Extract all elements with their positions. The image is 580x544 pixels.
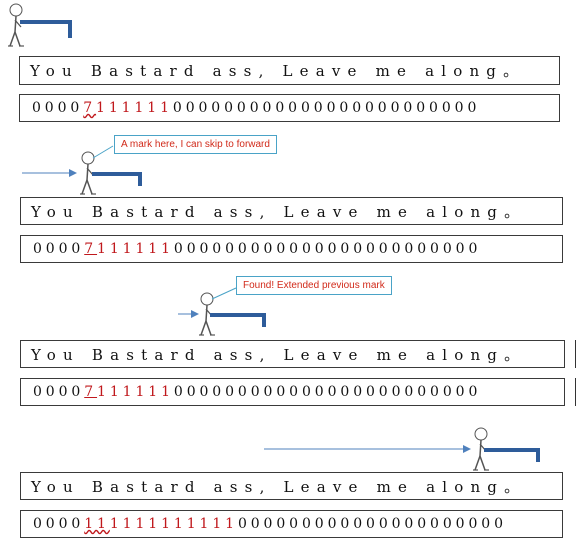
callout-second: Found! Extended previous mark <box>236 276 392 295</box>
digit-prefix: 0000 <box>33 516 85 532</box>
digit-run: 111111 <box>97 241 174 257</box>
edge-line <box>575 340 576 368</box>
digit-suffix: 000000000000000000000000 <box>173 241 482 257</box>
digit-run: 111111 <box>97 384 174 400</box>
digit-suffix: 000000000000000000000000 <box>172 100 481 116</box>
plank-icon <box>484 448 540 462</box>
digit-prefix: 0000 <box>32 100 84 116</box>
plank-icon <box>20 20 72 38</box>
digit-mark: 7 <box>84 241 98 257</box>
plank-icon <box>210 313 266 327</box>
digit-prefix: 0000 <box>33 384 85 400</box>
digit-mark: 7 <box>83 100 97 116</box>
sentence-box: You Bastard ass, Leave me along。 <box>20 340 565 368</box>
sentence-box: You Bastard ass, Leave me along。 <box>19 56 560 85</box>
sentence-box: You Bastard ass, Leave me along。 <box>20 197 563 225</box>
callout-pointer <box>211 287 237 300</box>
digit-prefix: 0000 <box>33 241 85 257</box>
callout-pointer <box>92 145 114 159</box>
digit-run: 111111 <box>96 100 173 116</box>
digit-mark: 11 <box>84 516 110 532</box>
callout-first: A mark here, I can skip to forward <box>114 135 277 154</box>
digit-run: 1111111111 <box>109 516 238 532</box>
sentence-box: You Bastard ass, Leave me along。 <box>20 472 563 500</box>
digit-suffix: 000000000000000000000000 <box>173 384 482 400</box>
walking-figure-icon <box>7 3 25 47</box>
edge-line <box>575 378 576 406</box>
digit-suffix: 000000000000000000000 <box>237 516 507 532</box>
plank-icon <box>92 172 142 186</box>
digit-mark: 7 <box>84 384 98 400</box>
